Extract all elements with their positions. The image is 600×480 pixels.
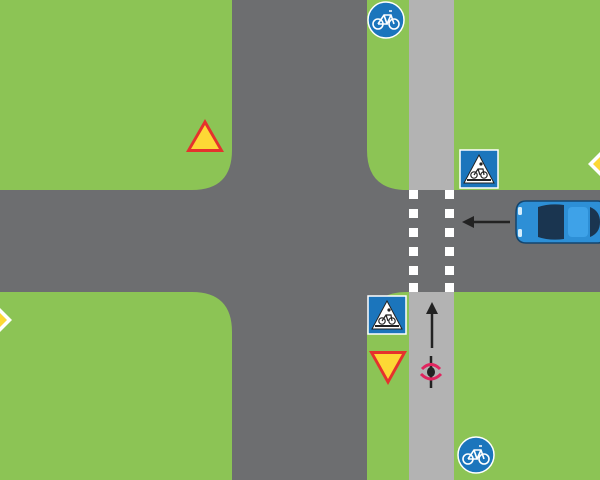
bicycle-icon [367,1,405,39]
bicycle-crossing-markings [409,190,454,292]
yield-icon [369,351,407,385]
cyclist-icon [419,356,443,388]
bicycle-icon [457,436,495,474]
cyclist-crossing-icon [459,149,499,189]
car-direction-arrow-icon [462,216,510,228]
warning-triangle-icon [186,119,224,152]
corner-bottom-left [192,292,232,332]
blue-car-icon [515,200,600,244]
cyclist-crossing-icon [367,295,407,335]
priority-road-icon-right-edge [588,152,600,176]
priority-road-icon-left-edge [0,308,12,332]
horizontal-road [0,190,600,292]
corner-top-right [367,150,407,190]
bicycle-crossing-surface [409,190,454,292]
cyclist-direction-arrow-icon [426,302,438,348]
bicycle-path-top [409,0,454,190]
corner-top-left [192,150,232,190]
